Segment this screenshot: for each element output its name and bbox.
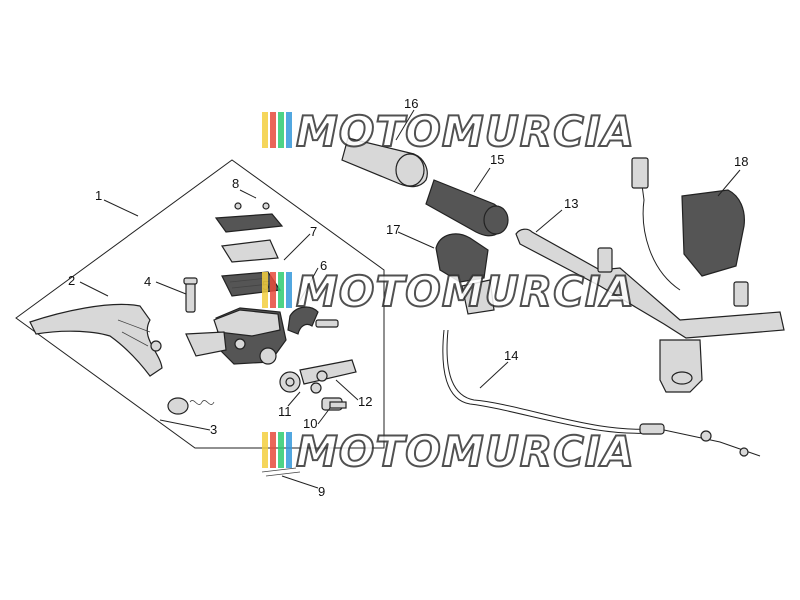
watermark-stripe [286, 432, 292, 468]
callout-7: 7 [310, 224, 317, 239]
grip-16 [341, 137, 428, 188]
callout-8: 8 [232, 176, 239, 191]
watermark-stripe [278, 432, 284, 468]
leader-lines [79, 109, 741, 489]
callout-18: 18 [734, 154, 748, 169]
watermark-stripe [270, 432, 276, 468]
callout-14: 14 [504, 348, 518, 363]
watermark-text: MOTOMURCIA [296, 427, 635, 476]
assembly-outline [15, 159, 385, 449]
callout-12: 12 [358, 394, 372, 409]
watermark-stripe [270, 112, 276, 148]
watermark-bottom: MOTOMURCIA [262, 426, 635, 477]
watermark-stripe [262, 272, 268, 308]
callout-4: 4 [144, 274, 151, 289]
pin-4 [183, 277, 198, 313]
watermark-stripe [270, 272, 276, 308]
callout-11: 11 [278, 404, 292, 419]
banjo-bolt-10 [321, 397, 347, 411]
callout-9: 9 [318, 484, 325, 499]
callout-15: 15 [490, 152, 504, 167]
callout-17: 17 [386, 222, 400, 237]
callout-6: 6 [320, 258, 327, 273]
callout-1: 1 [95, 188, 102, 203]
watermark-stripe [262, 432, 268, 468]
clamp-6 [287, 306, 339, 335]
callout-2: 2 [68, 273, 75, 288]
watermark-top: MOTOMURCIA [262, 106, 635, 157]
lever-2 [29, 303, 163, 377]
watermark-text: MOTOMURCIA [296, 267, 635, 316]
throttle-grip-15 [425, 179, 509, 237]
watermark-stripe [278, 272, 284, 308]
callout-3: 3 [210, 422, 217, 437]
spring-kit-3 [167, 397, 215, 415]
switch-housing-18 [631, 157, 745, 291]
watermark-middle: MOTOMURCIA [262, 266, 635, 317]
callout-10: 10 [303, 416, 317, 431]
watermark-stripe [286, 112, 292, 148]
throttle-cable-14 [442, 329, 761, 457]
handlebar-13 [515, 228, 785, 393]
watermark-stripe [262, 112, 268, 148]
reservoir-stack-5-7-8 [214, 202, 284, 297]
banjo-hose-11-12 [279, 359, 357, 394]
watermark-stripe [286, 272, 292, 308]
callout-13: 13 [564, 196, 578, 211]
callout-16: 16 [404, 96, 418, 111]
watermark-text: MOTOMURCIA [296, 107, 635, 156]
throttle-housing-17 [435, 233, 495, 315]
master-cylinder [185, 307, 287, 365]
screws-9 [261, 467, 301, 477]
watermark-stripe [278, 112, 284, 148]
